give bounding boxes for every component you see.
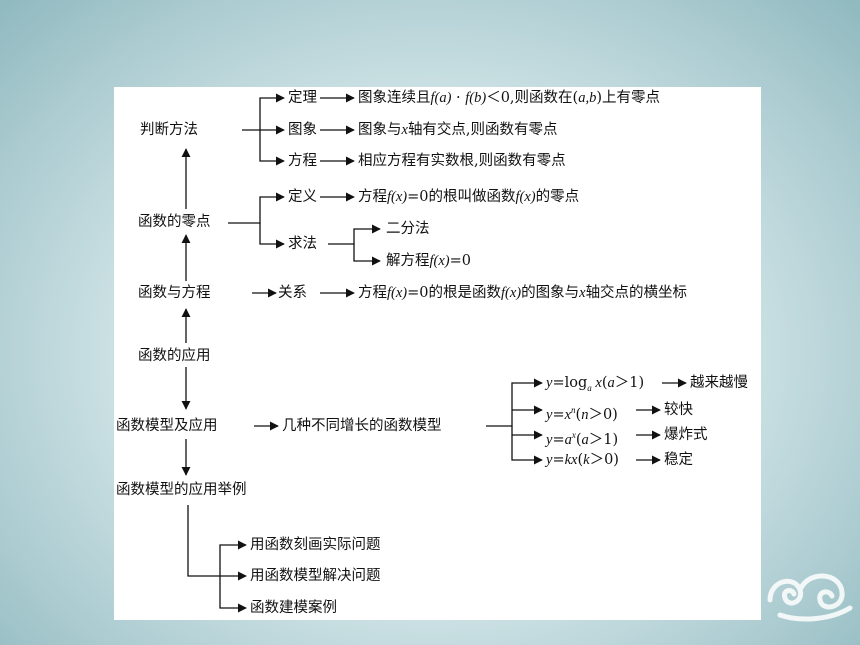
connector-growth-exp: [511, 426, 543, 440]
connector-growth-lin: [511, 435, 543, 465]
connector-method-bisection: [328, 224, 381, 245]
node-graph-desc: 图象与x轴有交点,则函数有零点: [358, 122, 558, 138]
node-model-examples: 函数模型的应用举例: [116, 482, 247, 498]
connector-lines: [181, 93, 687, 613]
connector-examples-ex1: [187, 505, 247, 577]
node-definition: 定义: [288, 189, 317, 205]
node-faster: 较快: [664, 402, 693, 418]
connector-growth-log: [486, 378, 543, 427]
diagram-card: 判断方法 定理 图象连续且f(a) · f(b)＜0,则函数在(a,b)上有零点…: [114, 87, 761, 620]
node-solve-eq: 解方程f(x)=0: [386, 253, 471, 269]
connector-method-solve: [353, 244, 381, 266]
node-slower: 越来越慢: [690, 375, 748, 391]
node-explosive: 爆炸式: [664, 427, 708, 443]
node-func-app: 函数的应用: [138, 348, 211, 364]
node-relation-desc: 方程f(x)=0的根是函数f(x)的图象与x轴交点的横坐标: [358, 285, 688, 301]
connector-zero-definition: [228, 192, 285, 224]
node-func-eq: 函数与方程: [138, 285, 211, 301]
node-bisection: 二分法: [386, 221, 430, 237]
node-stable: 稳定: [664, 452, 693, 468]
node-example-3: 函数建模案例: [250, 600, 337, 616]
node-graph: 图象: [288, 122, 317, 138]
node-growth-models: 几种不同增长的函数模型: [282, 418, 442, 434]
connector-examples-ex3: [219, 576, 247, 613]
node-equation: 方程: [288, 153, 317, 169]
connector-zero-method: [259, 223, 285, 249]
node-model-log: y=loga x(a＞1): [546, 375, 645, 393]
node-method: 求法: [288, 236, 317, 252]
node-theorem: 定理: [288, 90, 317, 106]
connector-judge-equation: [259, 130, 285, 166]
node-theorem-desc: 图象连续且f(a) · f(b)＜0,则函数在(a,b)上有零点: [358, 90, 660, 106]
node-definition-desc: 方程f(x)=0的根叫做函数f(x)的零点: [358, 189, 580, 205]
node-equation-desc: 相应方程有实数根,则函数有零点: [358, 153, 566, 169]
connector-judge-theorem: [242, 93, 285, 131]
node-model-lin: y=kx(k＞0): [546, 452, 619, 468]
node-model-exp: y=ax(a＞1): [546, 430, 619, 448]
node-judge-methods: 判断方法: [140, 122, 198, 138]
node-example-1: 用函数刻画实际问题: [250, 537, 381, 553]
node-model-app: 函数模型及应用: [116, 418, 218, 434]
node-example-2: 用函数模型解决问题: [250, 568, 381, 584]
node-model-pow: y=xn(n＞0): [546, 405, 618, 423]
node-relation: 关系: [278, 285, 307, 301]
decorative-cloud-icon: [767, 573, 853, 622]
node-zero-point: 函数的零点: [138, 214, 211, 230]
